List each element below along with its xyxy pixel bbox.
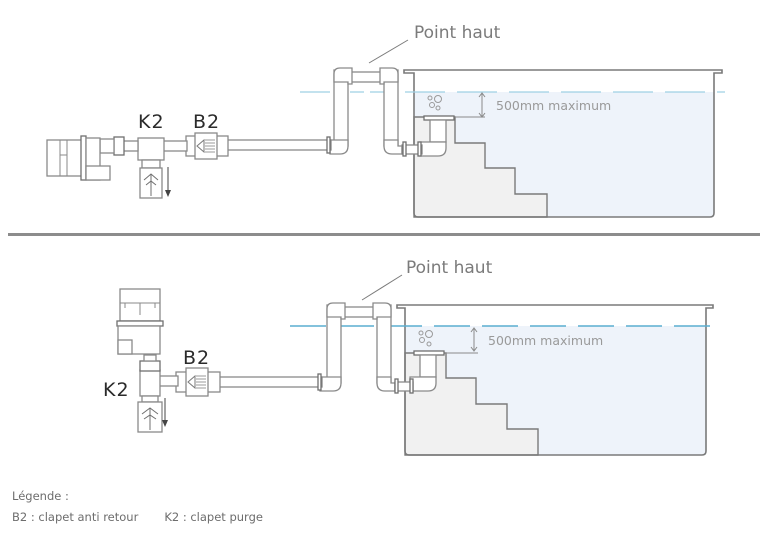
bottom-main-pipe <box>217 376 323 388</box>
legend-item-b2: B2 : clapet anti retour <box>12 510 139 524</box>
bottom-check-valve-label: B2 <box>183 347 210 369</box>
bottom-high-point-label: Point haut <box>406 258 493 278</box>
bottom-pump <box>116 288 164 355</box>
top-return-fitting <box>419 115 455 157</box>
section-divider <box>8 233 760 236</box>
bottom-gooseneck-pipe <box>319 302 414 394</box>
bottom-purge-valve <box>137 354 179 433</box>
top-pump <box>46 135 139 181</box>
bottom-check-valve <box>175 367 221 397</box>
bottom-purge-valve-label: K2 <box>103 379 130 401</box>
top-drain-arrow-icon <box>165 167 171 197</box>
bottom-bubbles-icon <box>418 330 433 347</box>
bottom-pool-outline <box>396 304 714 456</box>
top-bubbles-icon <box>427 95 442 111</box>
top-gooseneck-pipe <box>329 67 423 157</box>
legend-item-k2: K2 : clapet purge <box>164 510 263 524</box>
bottom-high-point-leader <box>361 274 403 301</box>
top-high-point-leader <box>368 39 409 64</box>
top-high-point-label: Point haut <box>414 23 501 43</box>
top-purge-valve <box>137 137 188 199</box>
bottom-diagram: 500mm maximum Point haut <box>103 258 715 456</box>
top-pool-outline <box>403 69 723 218</box>
legend: Légende : B2 : clapet anti retour K2 : cl… <box>12 486 263 528</box>
bottom-return-fitting <box>409 350 445 392</box>
top-main-pipe <box>224 139 332 151</box>
top-depth-limit-label: 500mm maximum <box>496 98 611 113</box>
legend-title: Légende : <box>12 489 69 503</box>
bottom-depth-limit-label: 500mm maximum <box>488 333 603 348</box>
top-check-valve <box>185 132 229 160</box>
top-check-valve-label: B2 <box>193 111 220 133</box>
top-purge-valve-label: K2 <box>138 111 165 133</box>
bottom-drain-arrow-icon <box>162 398 168 427</box>
top-diagram: 500mm maximum Poin <box>46 23 725 218</box>
